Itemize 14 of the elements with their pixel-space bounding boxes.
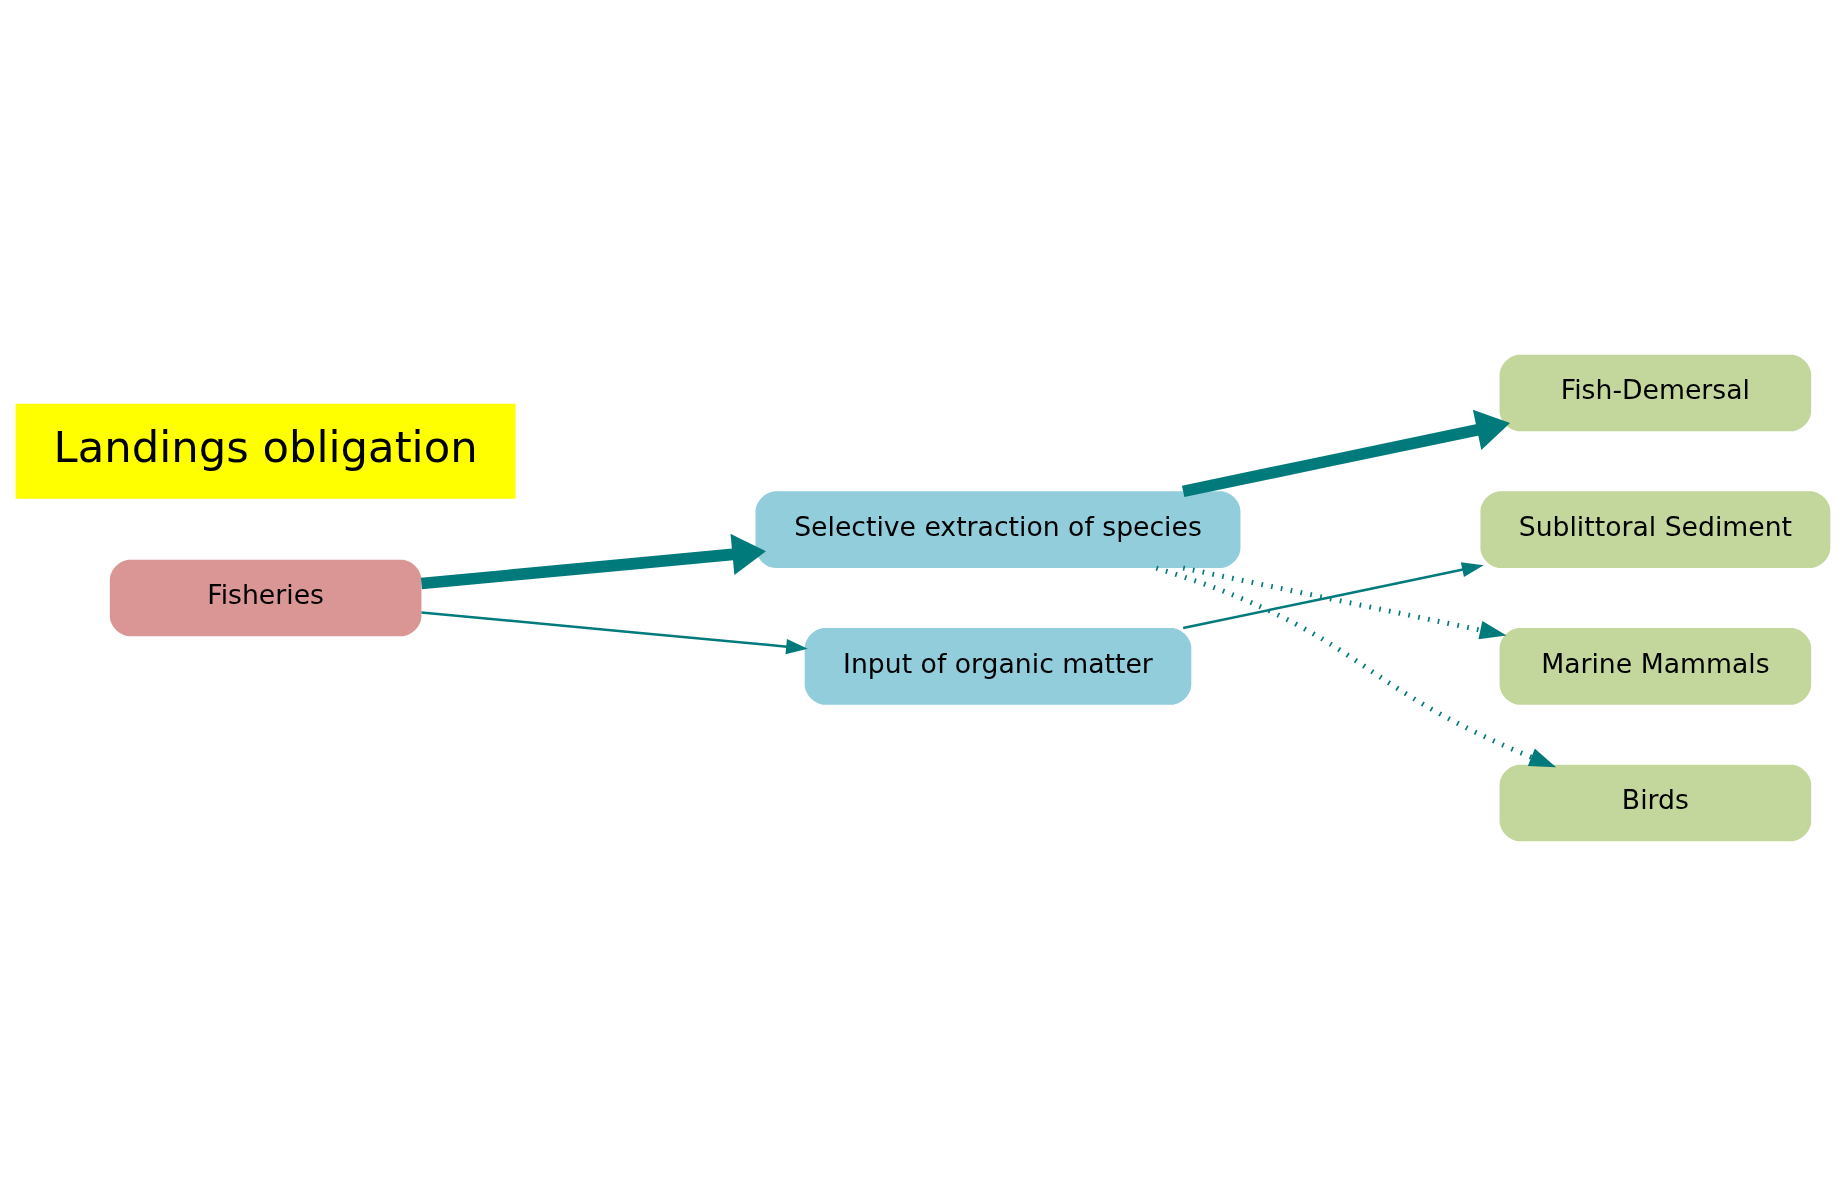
arrow: [1182, 565, 1507, 640]
node-box: Landings obligation: [15, 403, 516, 499]
arrow: [1181, 409, 1510, 498]
arrow: [420, 611, 808, 655]
node-box: Fisheries: [109, 559, 421, 637]
arrow: [1155, 565, 1556, 768]
node-box: Marine Mammals: [1499, 628, 1811, 705]
arrow: [420, 533, 766, 590]
node-box: Sublittoral Sediment: [1479, 491, 1830, 568]
node-box: Fish-Demersal: [1499, 354, 1811, 432]
arrow: [1182, 562, 1484, 630]
node-box: Input of organic matter: [804, 628, 1191, 705]
node-box: Birds: [1499, 764, 1811, 842]
node-box: Selective extraction of species: [755, 491, 1240, 568]
